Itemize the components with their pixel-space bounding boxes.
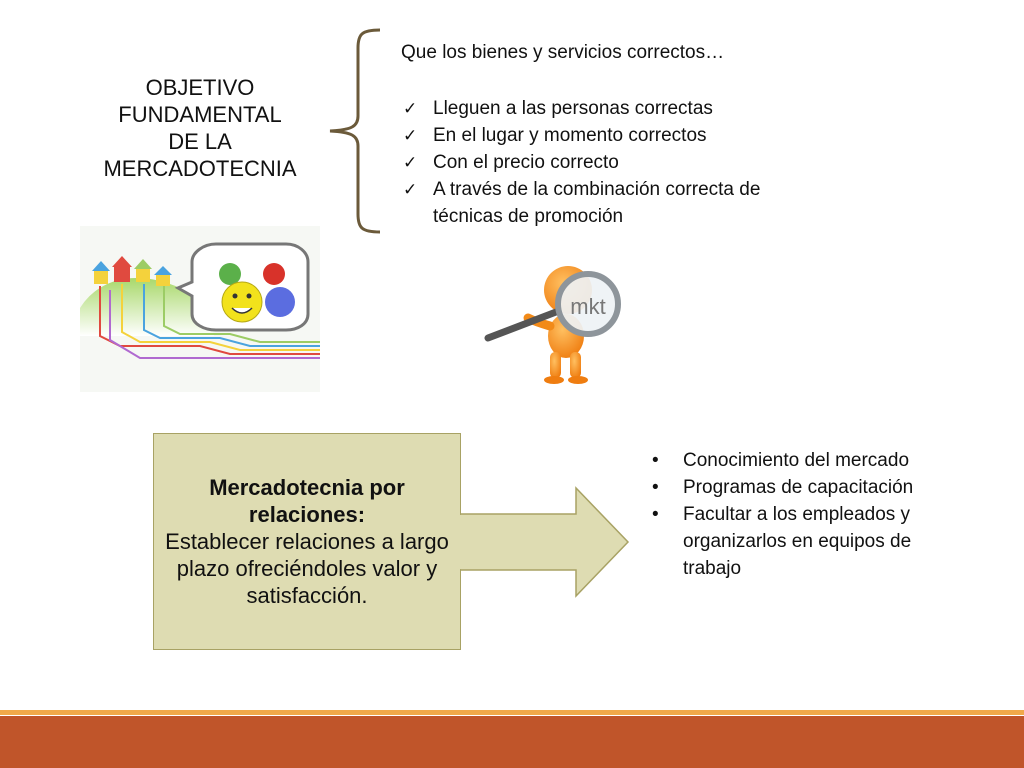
checklist-item-text: Con el precio correcto (433, 152, 619, 173)
bullet-icon: • (652, 477, 659, 498)
smiley-faces-icon (219, 263, 295, 323)
check-icon: ✓ (403, 180, 418, 199)
bullet-list-item-text: Facultar a los empleados y organizarlos … (683, 504, 912, 579)
bullet-list-item-text: Programas de capacitación (683, 477, 914, 498)
relationship-marketing-box: Mercadotecnia por relaciones: Establecer… (153, 433, 461, 650)
bullet-list-item: • Programas de capacitación (650, 474, 970, 501)
arrow-right-icon (460, 486, 630, 598)
footer-accent-line (0, 710, 1024, 715)
check-icon: ✓ (403, 126, 418, 145)
bullet-icon: • (652, 450, 659, 471)
bullet-list-item: • Facultar a los empleados y organizarlo… (650, 501, 970, 582)
objective-title: OBJETIVO FUNDAMENTAL DE LA MERCADOTECNIA (78, 74, 322, 182)
checklist-item: ✓ En el lugar y momento correctos (401, 122, 861, 149)
bullet-list-item-text: Conocimiento del mercado (683, 450, 910, 471)
customer-network-illustration (80, 226, 320, 392)
objective-title-line: FUNDAMENTAL (118, 102, 282, 127)
objective-title-line: MERCADOTECNIA (103, 156, 297, 181)
checklist-item: ✓ Con el precio correcto (401, 149, 861, 176)
checklist-item: ✓ A través de la combinación correcta de… (401, 176, 861, 230)
relationship-body: Establecer relaciones a largo plazo ofre… (165, 529, 449, 608)
check-icon: ✓ (403, 99, 418, 118)
bullet-list-item: • Conocimiento del mercado (650, 447, 970, 474)
objective-title-line: OBJETIVO (145, 75, 255, 100)
checklist: ✓ Lleguen a las personas correctas ✓ En … (401, 95, 861, 230)
magnifier-label: mkt (570, 294, 605, 319)
bullet-icon: • (652, 504, 659, 525)
curly-brace-icon (329, 28, 381, 234)
checklist-item-text: En el lugar y momento correctos (433, 125, 707, 146)
checklist-item-text: Lleguen a las personas correctas (433, 98, 713, 119)
footer-bar (0, 716, 1024, 768)
checklist-item: ✓ Lleguen a las personas correctas (401, 95, 861, 122)
bullet-list: • Conocimiento del mercado • Programas d… (650, 447, 970, 582)
intro-text: Que los bienes y servicios correctos… (401, 42, 725, 63)
checklist-item-text: técnicas de promoción (433, 206, 624, 227)
houses-icon (92, 256, 172, 286)
objective-title-line: DE LA (168, 129, 232, 154)
checklist-item-text: A través de la combinación correcta de (433, 179, 761, 200)
magnifier-figure-illustration: mkt (484, 266, 621, 384)
relationship-title: Mercadotecnia por relaciones: (209, 475, 405, 527)
check-icon: ✓ (403, 153, 418, 172)
